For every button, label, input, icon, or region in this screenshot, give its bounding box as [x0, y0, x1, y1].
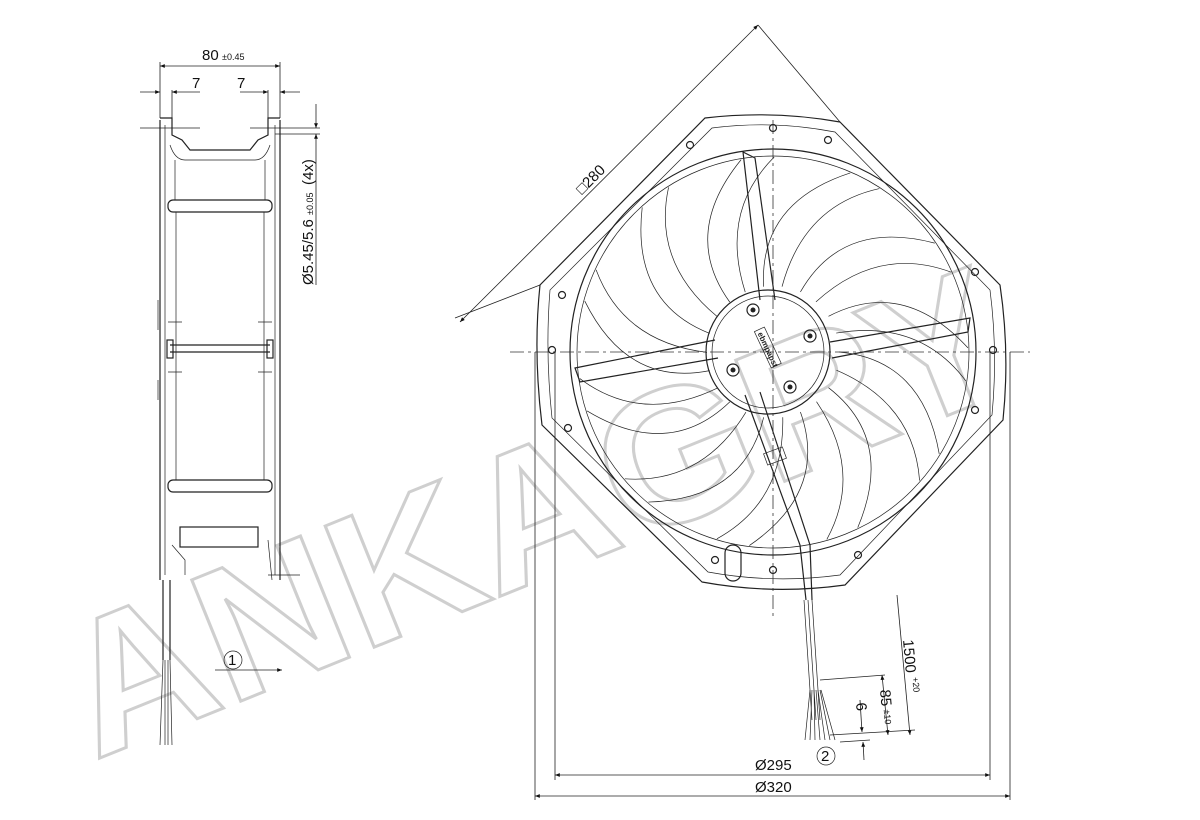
svg-text:Ø5.45/5.6: Ø5.45/5.6 — [300, 219, 317, 285]
svg-text:85: 85 — [876, 689, 894, 707]
callout-1: 1 — [228, 652, 236, 669]
dim-flange-right: 7 — [237, 75, 245, 92]
dim-square: □280 — [573, 162, 609, 198]
fan-blade — [640, 187, 718, 334]
callout-1-circle — [223, 650, 243, 670]
dim-dia-320: Ø320 — [755, 779, 792, 796]
callout-2: 2 — [821, 748, 829, 765]
dim-cable-length: 1500 +20 — [899, 639, 922, 693]
fan-blade — [579, 378, 731, 434]
dim-hole-label: Ø5.45/5.6 ±0.05 (4x) — [300, 159, 317, 285]
fan-blade — [707, 156, 775, 303]
fan-blade — [816, 387, 872, 540]
svg-text:(4x): (4x) — [300, 159, 317, 185]
svg-text:1500: 1500 — [899, 639, 919, 674]
svg-text:±0.05: ±0.05 — [305, 193, 315, 215]
dim-dia-295: Ø295 — [755, 757, 792, 774]
dim-flange-left: 7 — [192, 75, 200, 92]
dim-wire-end: 6 — [852, 702, 870, 712]
svg-text:+20: +20 — [910, 677, 921, 693]
dim-width-tolerance: ±0.45 — [222, 52, 244, 62]
dim-width-value: 80 — [202, 47, 219, 64]
fan-blade — [624, 412, 764, 503]
callout-2-circle — [816, 746, 836, 766]
fan-blade — [800, 236, 951, 303]
dim-strip-length: 85 ±10 — [876, 689, 894, 725]
hub-screws — [726, 303, 817, 394]
fan-blade — [716, 411, 808, 546]
fan-blade — [828, 302, 969, 382]
svg-text:±10: ±10 — [882, 709, 893, 725]
fan-blade — [836, 351, 940, 481]
side-view: 80 ±0.45 7 7 Ø5.45/5.6 ±0.05 (4x) 1 — [140, 47, 320, 746]
fan-blade — [763, 172, 880, 287]
